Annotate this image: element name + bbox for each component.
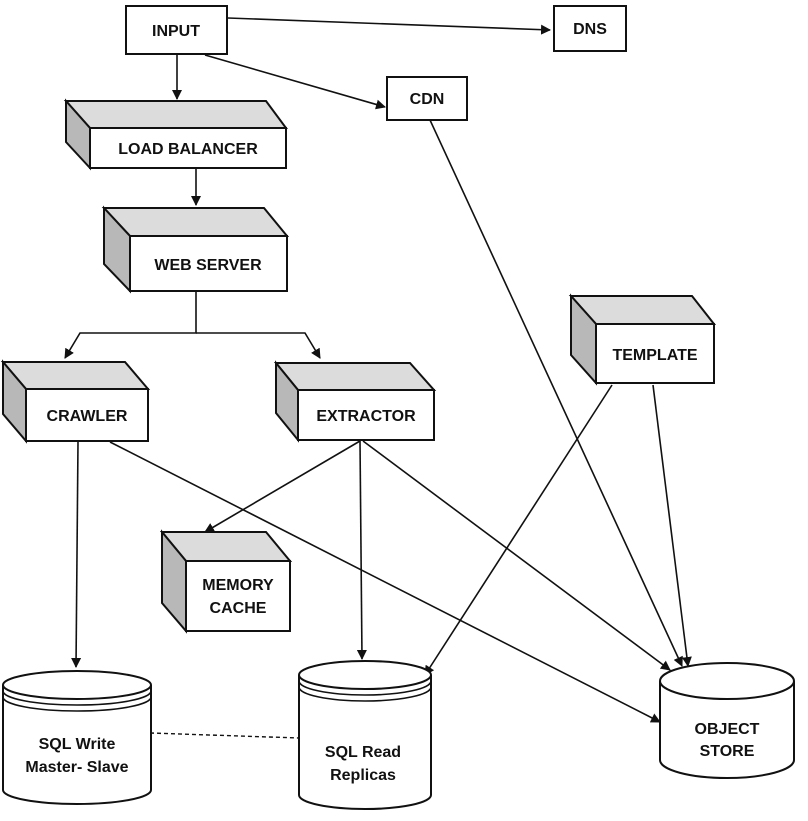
edge-input-cdn bbox=[204, 54, 386, 110]
node-cdn: CDN bbox=[386, 76, 468, 121]
edge-cdn-object-store bbox=[429, 119, 683, 667]
node-sql-read-line1: SQL Read bbox=[325, 744, 401, 761]
node-sql-write: SQL Write Master- Slave bbox=[2, 670, 152, 805]
edge-template-object-store bbox=[652, 384, 692, 667]
node-sql-read: SQL Read Replicas bbox=[298, 660, 432, 810]
edges bbox=[64, 17, 692, 739]
node-web-server-label: WEB SERVER bbox=[154, 257, 262, 274]
edge-crawler-sql-write bbox=[71, 441, 82, 668]
node-load-balancer-label: LOAD BALANCER bbox=[118, 141, 258, 158]
node-template-label: TEMPLATE bbox=[612, 347, 697, 364]
node-web-server: WEB SERVER bbox=[101, 205, 290, 294]
edge-web-server-extractor bbox=[196, 332, 321, 359]
node-sql-read-line2: Replicas bbox=[330, 767, 396, 784]
edge-input-dns bbox=[227, 17, 551, 35]
edge-web-server-crawler bbox=[64, 292, 197, 359]
node-crawler-label: CRAWLER bbox=[47, 408, 128, 425]
node-memory-cache: MEMORY CACHE bbox=[159, 529, 293, 634]
edge-sql-write-sql-read bbox=[149, 732, 300, 739]
node-extractor-label: EXTRACTOR bbox=[316, 408, 416, 425]
node-sql-write-line2: Master- Slave bbox=[25, 759, 128, 776]
node-extractor: EXTRACTOR bbox=[273, 360, 437, 443]
node-memory-cache-line1: MEMORY bbox=[202, 577, 274, 594]
edge-extractor-object-store bbox=[362, 440, 671, 671]
edge-crawler-object-store bbox=[109, 441, 661, 723]
node-cdn-label: CDN bbox=[410, 91, 445, 108]
node-object-store-line1: OBJECT bbox=[695, 721, 760, 738]
node-dns-label: DNS bbox=[573, 21, 607, 38]
node-input-label: INPUT bbox=[152, 23, 200, 40]
edge-template-sql-read bbox=[424, 384, 613, 676]
node-input: INPUT bbox=[125, 5, 228, 55]
edge-extractor-sql-read bbox=[356, 440, 367, 660]
edge-extractor-memory-cache bbox=[204, 440, 361, 533]
node-crawler: CRAWLER bbox=[0, 359, 151, 444]
node-dns: DNS bbox=[553, 5, 627, 52]
node-object-store-line2: STORE bbox=[700, 743, 755, 760]
node-memory-cache-line2: CACHE bbox=[210, 600, 267, 617]
node-object-store: OBJECT STORE bbox=[659, 662, 795, 779]
node-load-balancer: LOAD BALANCER bbox=[63, 98, 288, 171]
node-template: TEMPLATE bbox=[568, 293, 717, 386]
node-sql-write-line1: SQL Write bbox=[39, 736, 116, 753]
